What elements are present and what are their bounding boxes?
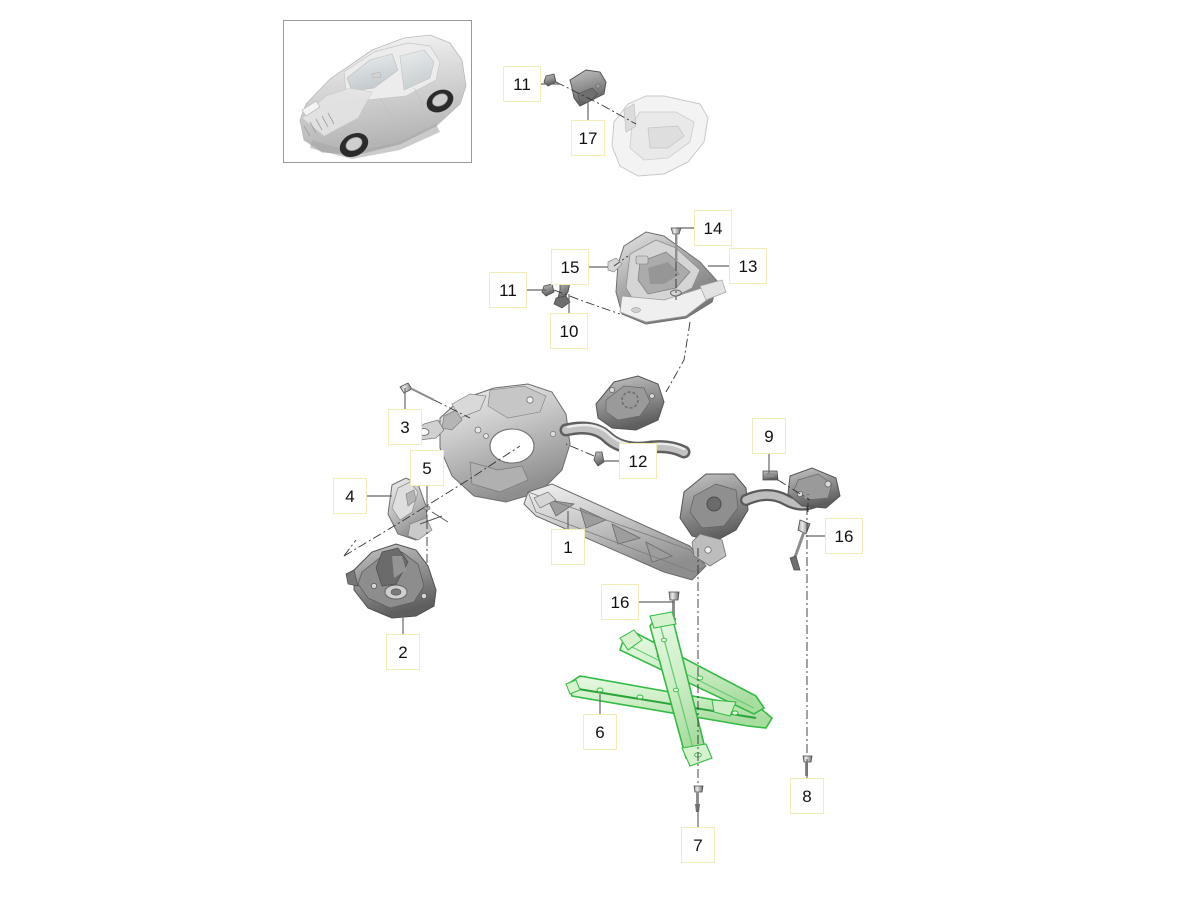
- part-callout-14[interactable]: 14: [694, 210, 732, 246]
- part-callout-2[interactable]: 2: [386, 634, 420, 670]
- part-callout-11[interactable]: 11: [489, 272, 527, 308]
- label-leader-lines: [367, 83, 825, 827]
- assembly-axes: [697, 506, 808, 806]
- part-callout-15[interactable]: 15: [551, 249, 589, 285]
- part-callout-10[interactable]: 10: [550, 313, 588, 349]
- part-callout-12[interactable]: 12: [619, 443, 657, 479]
- part-6-strut-brace: [565, 611, 774, 767]
- part-callout-6[interactable]: 6: [583, 714, 617, 750]
- part-callout-4[interactable]: 4: [333, 478, 367, 514]
- part-callout-13[interactable]: 13: [729, 248, 767, 284]
- part-callout-16[interactable]: 16: [601, 584, 639, 620]
- part-callout-5[interactable]: 5: [410, 450, 444, 486]
- part-callout-3[interactable]: 3: [388, 409, 422, 445]
- part-callout-7[interactable]: 7: [681, 827, 715, 863]
- part-12-clip: [565, 443, 605, 467]
- part-callout-17[interactable]: 17: [571, 120, 605, 156]
- part-9-nut: [762, 470, 811, 501]
- part-callout-8[interactable]: 8: [790, 778, 824, 814]
- part-3-bolt: [399, 382, 471, 419]
- part-4-cover: [387, 477, 433, 541]
- part-callout-1[interactable]: 1: [551, 529, 585, 565]
- part-17-assembly: [543, 69, 709, 177]
- part-callout-9[interactable]: 9: [752, 418, 786, 454]
- part-callout-11b[interactable]: 11: [503, 66, 541, 102]
- part-callout-16b[interactable]: 16: [825, 518, 863, 554]
- vehicle-thumbnail-art: [299, 34, 467, 159]
- part-2-bracket: [345, 543, 437, 619]
- part-13-assembly: [541, 227, 727, 393]
